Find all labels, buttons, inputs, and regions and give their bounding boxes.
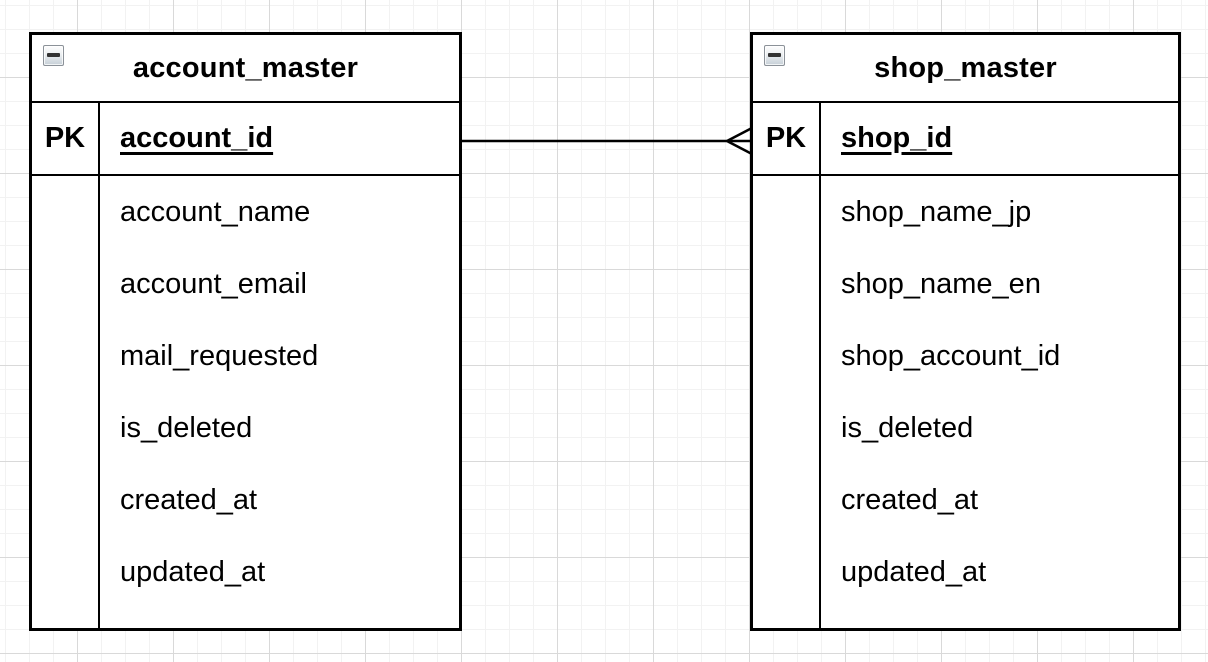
field-row[interactable]: is_deleted (841, 411, 974, 444)
minus-glyph (768, 52, 781, 57)
field-row[interactable]: shop_account_id (841, 339, 1061, 372)
pk-field-name: shop_id (841, 122, 953, 154)
collapse-minus-icon[interactable] (43, 45, 64, 66)
field-row[interactable]: account_name (120, 195, 311, 228)
field-row[interactable]: created_at (120, 483, 258, 516)
pk-row[interactable]: PK shop_id (753, 103, 1178, 176)
entity-field-list: shop_name_jp shop_name_en shop_account_i… (753, 176, 1178, 628)
entity-header[interactable]: account_master (32, 35, 459, 103)
pk-column-gutter (32, 176, 100, 628)
relationship-edge[interactable] (455, 127, 752, 155)
field-row[interactable]: updated_at (120, 555, 266, 588)
field-row[interactable]: account_email (120, 267, 307, 300)
entity-account-master[interactable]: account_master PK account_id account_nam… (29, 32, 462, 631)
pk-badge: PK (32, 103, 100, 174)
field-row[interactable]: created_at (841, 483, 979, 516)
crow-foot-many-icon (726, 127, 752, 155)
collapse-minus-icon[interactable] (764, 45, 785, 66)
entity-title: account_master (132, 51, 359, 84)
field-row[interactable]: mail_requested (120, 339, 319, 372)
entity-header[interactable]: shop_master (753, 35, 1178, 103)
entity-title: shop_master (874, 51, 1057, 84)
field-row[interactable]: shop_name_en (841, 267, 1041, 300)
pk-row[interactable]: PK account_id (32, 103, 459, 176)
entity-shop-master[interactable]: shop_master PK shop_id shop_name_jp shop… (750, 32, 1181, 631)
field-row[interactable]: is_deleted (120, 411, 253, 444)
field-row[interactable]: updated_at (841, 555, 987, 588)
minus-glyph (47, 52, 60, 57)
pk-badge: PK (753, 103, 821, 174)
pk-column-gutter (753, 176, 821, 628)
entity-field-list: account_name account_email mail_requeste… (32, 176, 459, 628)
pk-field-name: account_id (120, 122, 274, 154)
field-row[interactable]: shop_name_jp (841, 195, 1032, 228)
